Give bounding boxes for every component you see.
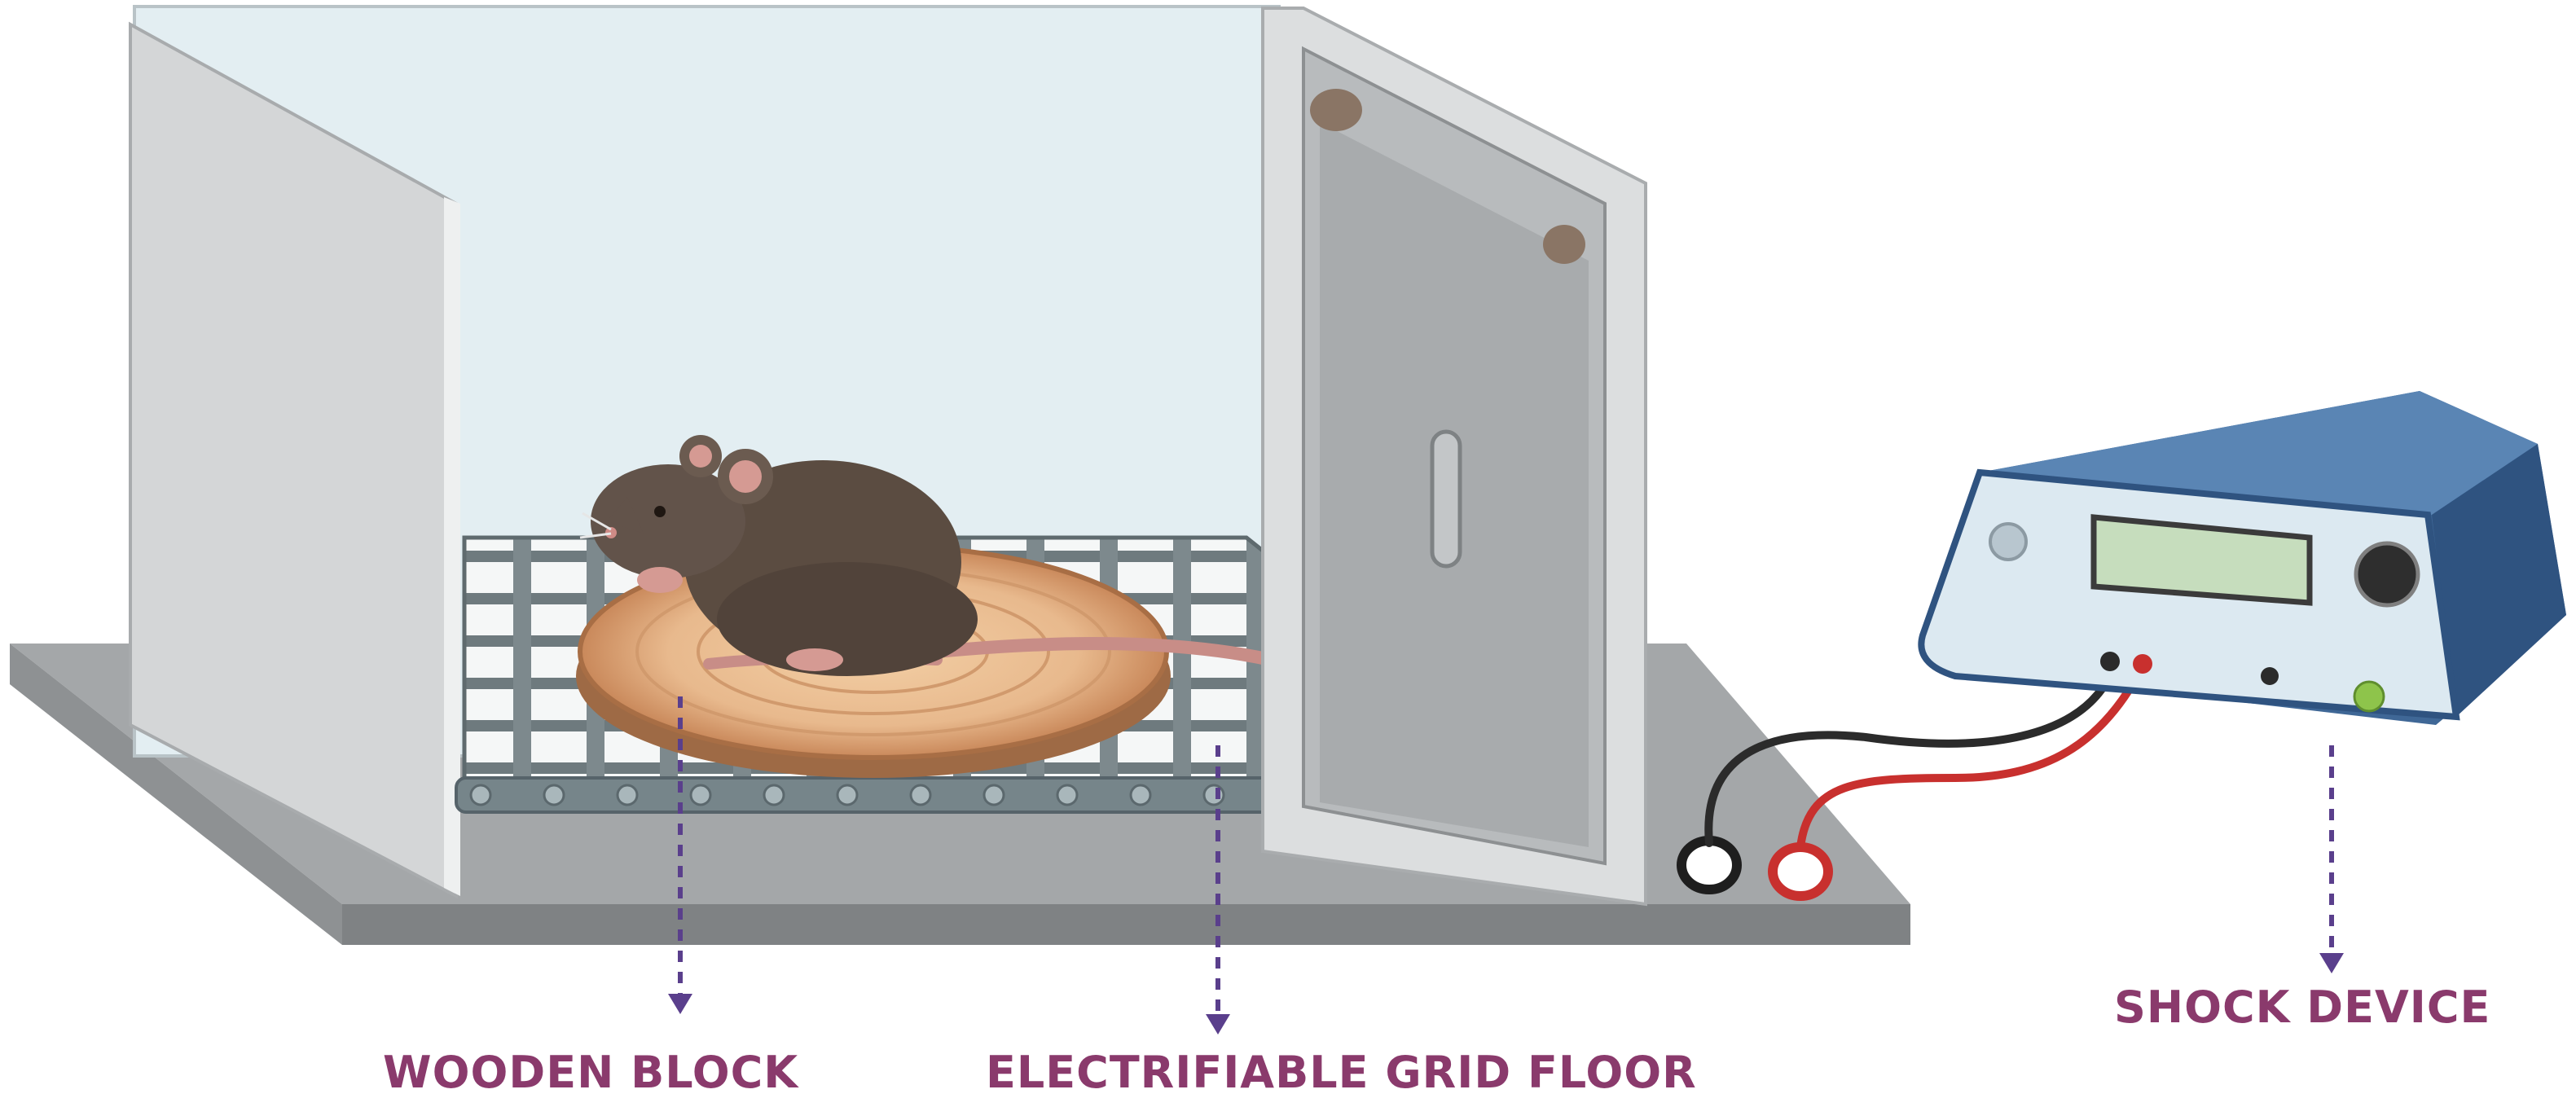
electrode-leads <box>1704 662 2147 851</box>
grid-floor-label: ELECTRIFIABLE GRID FLOOR <box>986 1047 1697 1098</box>
shock-device-label: SHOCK DEVICE <box>2114 982 2491 1033</box>
left-wall <box>129 21 460 899</box>
wooden-block-label: WOODEN BLOCK <box>383 1047 799 1098</box>
arrow-heads <box>668 953 2344 1035</box>
chamber-door <box>1261 7 1647 907</box>
label-arrows <box>678 696 2334 1014</box>
shock-device-icon <box>1918 391 2566 725</box>
